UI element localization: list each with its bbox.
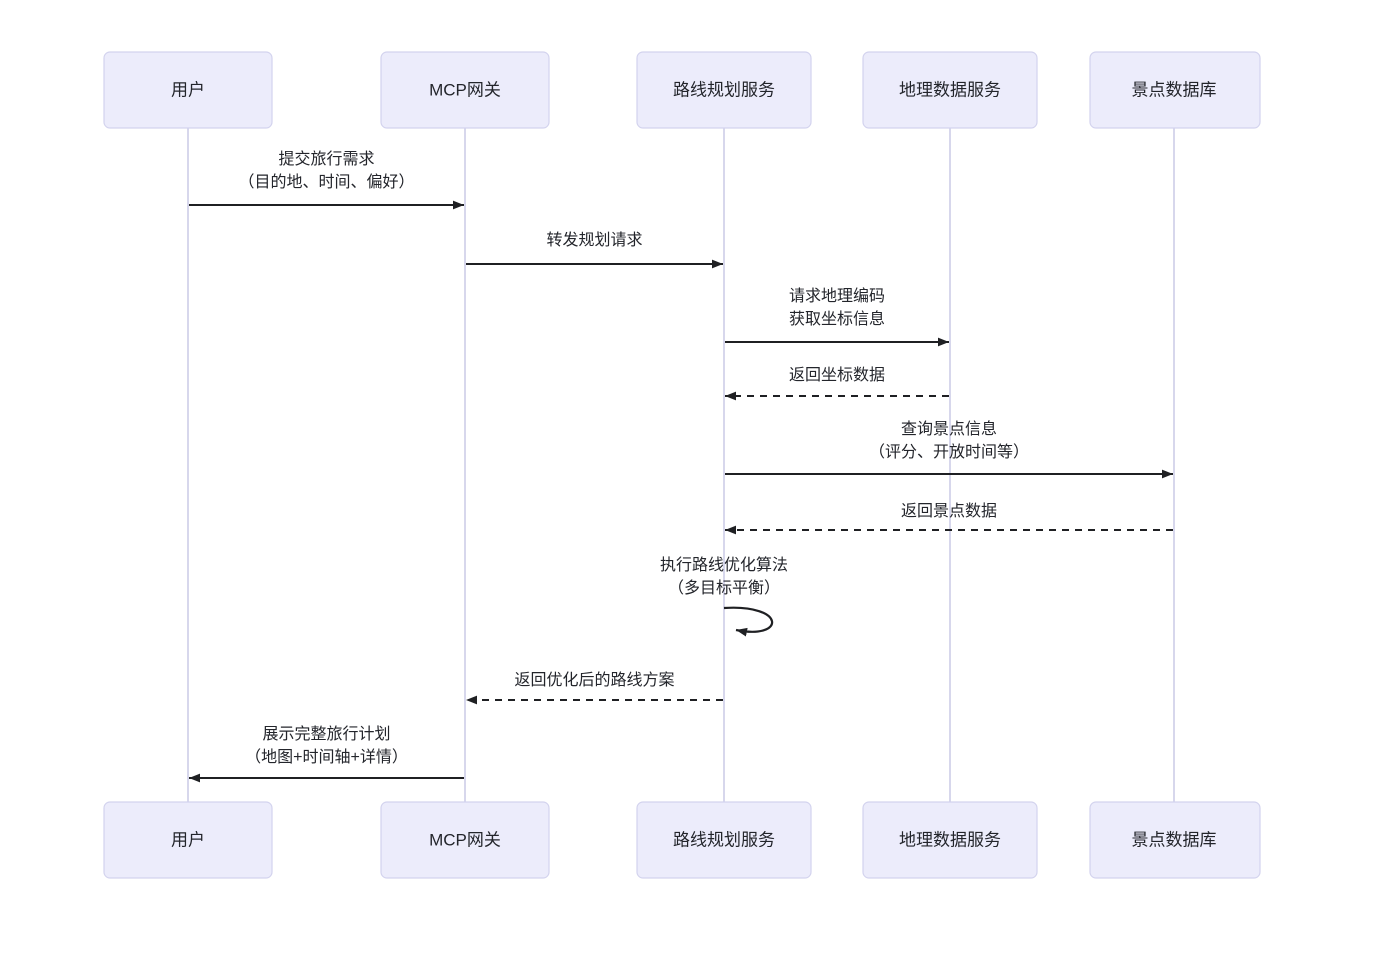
message-selfloop-line	[723, 606, 774, 637]
participants-top-layer: 用户 MCP网关 路线规划服务 地理数据服务 景点数据库	[103, 51, 1261, 129]
message-label: 展示完整旅行计划 （地图+时间轴+详情）	[245, 725, 408, 766]
message-label: 请求地理编码获取坐标信息	[789, 287, 885, 328]
message-label-line: 返回景点数据	[901, 502, 997, 520]
lifelines-layer	[187, 128, 1175, 802]
message-label: 返回优化后的路线方案	[514, 671, 674, 689]
message-m6[interactable]: 返回景点数据	[725, 502, 1173, 535]
message-label: 返回景点数据	[901, 502, 997, 520]
participant-box	[380, 51, 550, 129]
participant-route-bottom[interactable]: 路线规划服务	[636, 801, 812, 879]
message-label-line: （评分、开放时间等）	[869, 443, 1029, 461]
message-m8[interactable]: 返回优化后的路线方案	[466, 671, 723, 705]
message-label-line: 获取坐标信息	[789, 310, 885, 328]
participant-geo-top[interactable]: 地理数据服务	[862, 51, 1038, 129]
participant-label: 用户	[171, 830, 205, 849]
message-m9[interactable]: 展示完整旅行计划 （地图+时间轴+详情）	[189, 725, 464, 783]
message-label-line: （地图+时间轴+详情）	[245, 748, 408, 766]
messages-layer: 提交旅行需求（目的地、时间、偏好）转发规划请求请求地理编码获取坐标信息返回坐标数…	[189, 150, 1173, 783]
participant-label: 景点数据库	[1132, 80, 1217, 99]
participant-box	[103, 51, 273, 129]
message-label: 提交旅行需求 （目的地、时间、偏好）	[238, 150, 414, 191]
participant-label: 用户	[171, 80, 205, 99]
participant-box	[380, 801, 550, 879]
participant-label: MCP网关	[429, 830, 501, 849]
participant-label: MCP网关	[429, 80, 501, 99]
participant-route-top[interactable]: 路线规划服务	[636, 51, 812, 129]
message-label: 转发规划请求	[546, 231, 642, 249]
message-label: 执行路线优化算法 （多目标平衡）	[660, 555, 788, 597]
participant-box	[636, 801, 812, 879]
message-label-line: （多目标平衡）	[668, 579, 780, 597]
participant-poi-top[interactable]: 景点数据库	[1089, 51, 1261, 129]
message-label: 查询景点信息 （评分、开放时间等）	[869, 420, 1029, 461]
message-label-line: 展示完整旅行计划	[262, 725, 390, 743]
message-label-line: 查询景点信息	[901, 420, 997, 438]
participant-box	[103, 801, 273, 879]
message-m3[interactable]: 请求地理编码获取坐标信息	[725, 287, 949, 347]
participant-label: 地理数据服务	[899, 830, 1001, 849]
message-label-line: 返回坐标数据	[789, 366, 885, 384]
participant-label: 路线规划服务	[673, 830, 775, 849]
participant-gateway-bottom[interactable]: MCP网关	[380, 801, 550, 879]
message-m5[interactable]: 查询景点信息 （评分、开放时间等）	[725, 420, 1173, 479]
participant-geo-bottom[interactable]: 地理数据服务	[862, 801, 1038, 879]
message-label-line: 返回优化后的路线方案	[514, 671, 674, 689]
message-label-line: 提交旅行需求	[278, 150, 374, 168]
participants-bottom-layer: 用户 MCP网关 路线规划服务 地理数据服务 景点数据库	[103, 801, 1261, 879]
message-label-line: （目的地、时间、偏好）	[238, 173, 414, 191]
message-label: 返回坐标数据	[789, 366, 885, 384]
participant-box	[1089, 801, 1261, 879]
message-m1[interactable]: 提交旅行需求 （目的地、时间、偏好）	[189, 150, 464, 210]
message-m2[interactable]: 转发规划请求	[466, 231, 723, 269]
participant-box	[1089, 51, 1261, 129]
participant-gateway-top[interactable]: MCP网关	[380, 51, 550, 129]
message-m7[interactable]: 执行路线优化算法 （多目标平衡）	[660, 555, 788, 637]
participant-label: 地理数据服务	[899, 80, 1001, 99]
participant-label: 路线规划服务	[673, 80, 775, 99]
participant-user-bottom[interactable]: 用户	[103, 801, 273, 879]
participant-box	[862, 51, 1038, 129]
message-m4[interactable]: 返回坐标数据	[725, 366, 949, 401]
participant-box	[862, 801, 1038, 879]
message-label-line: 请求地理编码	[789, 287, 885, 305]
participant-box	[636, 51, 812, 129]
message-label-line: 转发规划请求	[546, 231, 642, 249]
participant-label: 景点数据库	[1132, 830, 1217, 849]
participant-poi-bottom[interactable]: 景点数据库	[1089, 801, 1261, 879]
message-label-line: 执行路线优化算法	[660, 555, 788, 574]
participant-user-top[interactable]: 用户	[103, 51, 273, 129]
